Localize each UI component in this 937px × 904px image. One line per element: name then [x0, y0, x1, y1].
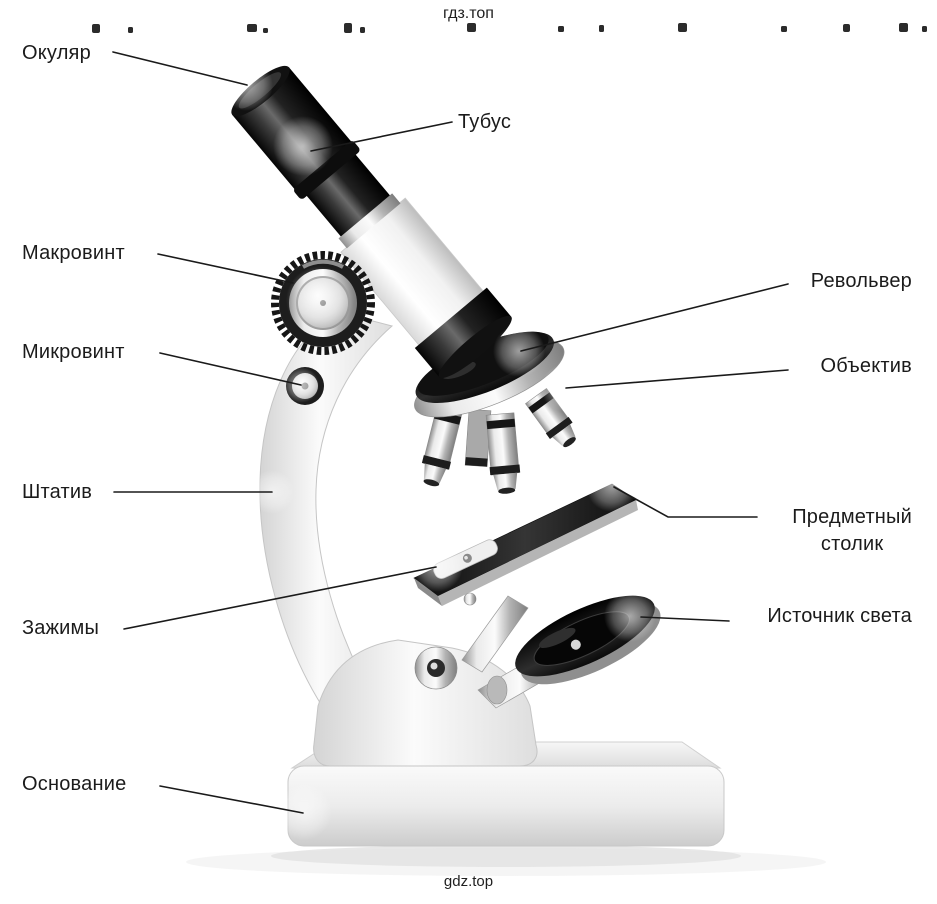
- leader-coarse-screw: [157, 253, 294, 284]
- label-light-source: Источник света: [767, 605, 912, 627]
- tube-assembly: [231, 65, 512, 379]
- leader-nosepiece: [520, 283, 789, 352]
- label-clips: Зажимы: [22, 617, 100, 639]
- label-stage-line2: столик: [820, 533, 884, 555]
- label-nosepiece: Револьвер: [810, 270, 912, 292]
- label-base: Основание: [22, 773, 127, 795]
- leader-base: [159, 785, 304, 814]
- leader-stage: [613, 486, 758, 518]
- header-watermark: гдз.топ: [443, 5, 494, 22]
- label-stage-line1: Предметный: [792, 506, 912, 528]
- leader-objective: [565, 369, 789, 389]
- leader-clips: [123, 566, 437, 630]
- leader-light-source: [640, 616, 730, 622]
- nose-collar-part: [414, 287, 512, 378]
- leader-fine-screw: [159, 352, 302, 386]
- pivot-screw-part: [414, 646, 458, 690]
- label-coarse-screw: Макровинт: [22, 242, 125, 264]
- label-stage: Предметный столик: [792, 504, 912, 558]
- label-stand: Штатив: [22, 481, 93, 503]
- cropped-text-artifacts: [92, 23, 927, 33]
- footer-watermark: gdz.top: [443, 873, 494, 890]
- leader-tube: [310, 121, 453, 152]
- label-fine-screw: Микровинт: [22, 341, 125, 363]
- tube-part: [305, 153, 392, 239]
- stage-support-part: [461, 595, 529, 673]
- tube-ring-part: [338, 193, 401, 249]
- label-tube: Тубус: [458, 111, 512, 133]
- label-objective: Объектив: [820, 355, 912, 377]
- leader-eyepiece: [112, 51, 248, 86]
- shadow: [186, 845, 826, 876]
- label-eyepiece: Окуляр: [22, 42, 91, 64]
- objective-part: [421, 387, 576, 494]
